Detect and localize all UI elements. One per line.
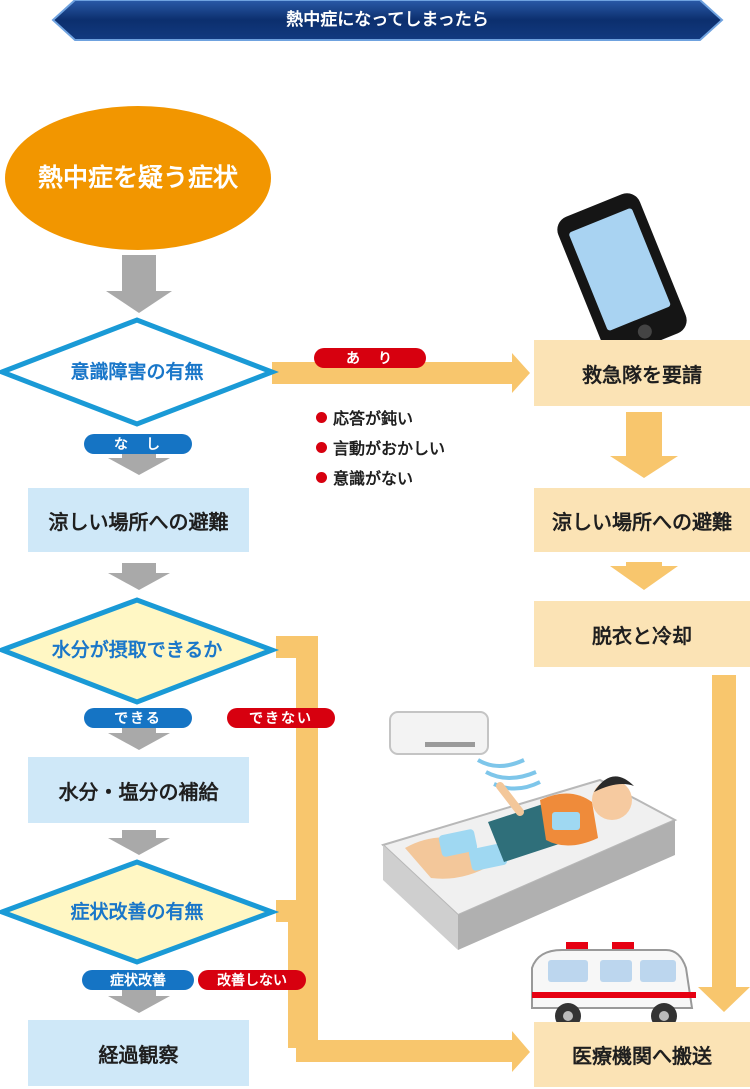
decision-improvement (0, 859, 280, 965)
arrow-undress-to-transport (698, 675, 750, 1012)
arrow-cool-to-water (108, 563, 170, 590)
symptom-item: 応答が鈍い (316, 402, 516, 432)
arrow-consciousness-to-cool (108, 448, 170, 475)
pill-no: な し (84, 434, 192, 454)
ambulance-illustration (531, 942, 696, 1029)
gray-arrows (106, 255, 172, 1013)
smartphone-illustration (557, 193, 687, 357)
pill-improved: 症状改善 (82, 970, 194, 990)
patient-illustration (381, 776, 678, 950)
pill-not-improved: 改善しない (198, 970, 306, 990)
symptom-item: 意識がない (316, 462, 516, 492)
pill-cannot: できない (227, 708, 335, 728)
box-transport: 医療機関へ搬送 (534, 1022, 750, 1087)
pill-can: できる (84, 708, 192, 728)
start-oval (5, 106, 271, 250)
header-banner (51, 0, 724, 41)
box-undress-cool: 脱衣と冷却 (534, 601, 750, 667)
arrow-ambulance-to-cool (610, 412, 678, 478)
symptom-item: 言動がおかしい (316, 432, 516, 462)
bullet-dot-icon (316, 441, 327, 453)
box-observe: 経過観察 (28, 1020, 249, 1086)
arrow-water-to-hydrate (108, 725, 170, 750)
arrow-hydrate-to-improve (108, 830, 170, 855)
decision-consciousness-label: 意識障害の有無 (70, 361, 204, 383)
decision-improvement-label: 症状改善の有無 (70, 901, 204, 923)
decision-water (0, 597, 280, 705)
box-hydrate: 水分・塩分の補給 (28, 757, 249, 823)
bullet-dot-icon (316, 471, 327, 483)
bullet-dot-icon (316, 411, 327, 423)
air-conditioner-illustration (389, 711, 541, 791)
arrow-start-to-consciousness (106, 255, 172, 313)
box-cool-place-left: 涼しい場所への避難 (28, 488, 249, 552)
header-title: 熱中症になってしまったら (286, 10, 489, 30)
decision-consciousness (0, 317, 279, 427)
symptom-list: 応答が鈍い 言動がおかしい 意識がない (316, 402, 516, 492)
pill-yes: あ り (314, 348, 426, 368)
arrow-improve-to-observe (108, 988, 170, 1013)
start-label: 熱中症を疑う症状 (37, 163, 238, 192)
decision-water-label: 水分が摂取できるか (51, 639, 223, 661)
arrow-cool-to-undress (610, 562, 678, 590)
box-cool-place-right: 涼しい場所への避難 (534, 488, 750, 552)
box-call-ambulance: 救急隊を要請 (534, 340, 750, 406)
